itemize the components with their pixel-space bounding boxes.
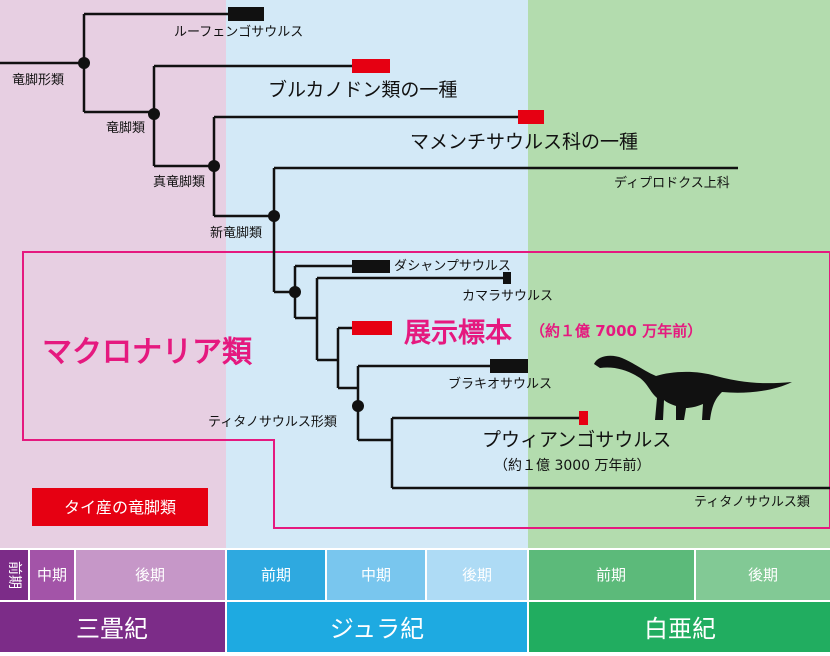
node-sauropoda	[148, 108, 160, 120]
taxon-label-bulkanodon: ブルカノドン類の一種	[268, 78, 457, 101]
range-bar-dashanpusaurus	[352, 260, 390, 273]
epoch-cell-jurassic-late	[427, 550, 527, 600]
range-bar-bulkanodon	[352, 59, 390, 73]
period-label-cretaceous: 白亜紀	[644, 615, 716, 643]
clade-label-neosauropoda: 新竜脚類	[210, 225, 262, 241]
epoch-label-jurassic-early: 前期	[261, 566, 291, 584]
clade-label-titanosauriformes: ティタノサウルス形類	[208, 415, 337, 430]
jurassic-background	[226, 0, 528, 548]
period-label-jurassic: ジュラ紀	[330, 615, 424, 643]
legend-label: タイ産の竜脚類	[64, 498, 176, 517]
clade-label-eusauropoda: 真竜脚類	[153, 174, 205, 190]
range-bar-camarasaurus	[503, 272, 511, 284]
epoch-label-jurassic-middle: 中期	[361, 566, 391, 584]
period-row: 三畳紀 ジュラ紀 白亜紀	[0, 602, 830, 652]
node-macronaria	[289, 286, 301, 298]
clade-label-sauropoda: 竜脚類	[106, 120, 145, 136]
triassic-background	[0, 0, 226, 548]
taxon-label-specimen-age: （約１億 7000 万年前）	[530, 322, 702, 340]
legend-box	[32, 488, 208, 526]
period-label-triassic: 三畳紀	[76, 615, 148, 643]
range-bar-specimen	[352, 321, 392, 335]
range-bar-phuwiangosaurus	[579, 411, 588, 425]
taxon-label-diplodocoidea: ディプロドクス上科	[614, 175, 730, 191]
range-bar-lufengosaurus	[228, 7, 264, 21]
node-sauropodomorpha	[78, 57, 90, 69]
epoch-label-cretaceous-late: 後期	[748, 566, 778, 584]
epoch-cell-triassic-early	[0, 550, 28, 600]
epoch-label-jurassic-late: 後期	[462, 566, 492, 584]
taxon-label-phuwiangosaurus-age: （約１億 3000 万年前）	[494, 457, 651, 474]
macronaria-label: マクロナリア類	[42, 335, 253, 370]
epoch-cell-triassic-late	[76, 550, 225, 600]
epoch-cell-cretaceous-late	[696, 550, 830, 600]
epoch-cell-jurassic-early	[227, 550, 325, 600]
sauropod-silhouette-icon	[594, 355, 792, 420]
epoch-cell-triassic-middle	[30, 550, 74, 600]
taxon-label-camarasaurus: カマラサウルス	[462, 289, 553, 304]
epoch-cell-cretaceous-early	[529, 550, 694, 600]
taxon-label-lufengosaurus: ルーフェンゴサウルス	[174, 24, 303, 40]
node-titanosauriformes	[352, 400, 364, 412]
epoch-row: 前期 中期 後期 前期 中期 後期 前期 後期	[0, 550, 830, 600]
taxon-label-titanosauria: ティタノサウルス類	[694, 495, 810, 510]
epoch-label-triassic-middle: 中期	[37, 566, 67, 584]
period-cell-cretaceous	[529, 602, 830, 652]
node-neosauropoda	[268, 210, 280, 222]
range-bar-brachiosaurus	[490, 359, 528, 373]
epoch-label-cretaceous-early: 前期	[596, 566, 626, 584]
period-cell-triassic	[0, 602, 225, 652]
cretaceous-background	[528, 0, 830, 548]
epoch-cell-jurassic-middle	[327, 550, 425, 600]
period-cell-jurassic	[227, 602, 527, 652]
macronaria-outline	[22, 251, 830, 529]
node-eusauropoda	[208, 160, 220, 172]
clade-label-sauropodomorpha: 竜脚形類	[12, 72, 64, 88]
taxon-label-brachiosaurus: ブラキオサウルス	[448, 376, 552, 392]
taxon-label-phuwiangosaurus: プウィアンゴサウルス	[482, 429, 671, 451]
epoch-label-triassic-late: 後期	[135, 566, 165, 584]
epoch-label-triassic-early: 前期	[6, 561, 23, 589]
tree-nodes	[78, 57, 364, 412]
taxon-label-specimen: 展示標本	[404, 318, 512, 349]
taxon-label-dashanpusaurus: ダシャンプサウルス	[394, 259, 511, 274]
taxon-label-mamenchisaurid: マメンチサウルス科の一種	[410, 131, 638, 153]
range-bar-mamenchisaurid	[518, 110, 544, 124]
